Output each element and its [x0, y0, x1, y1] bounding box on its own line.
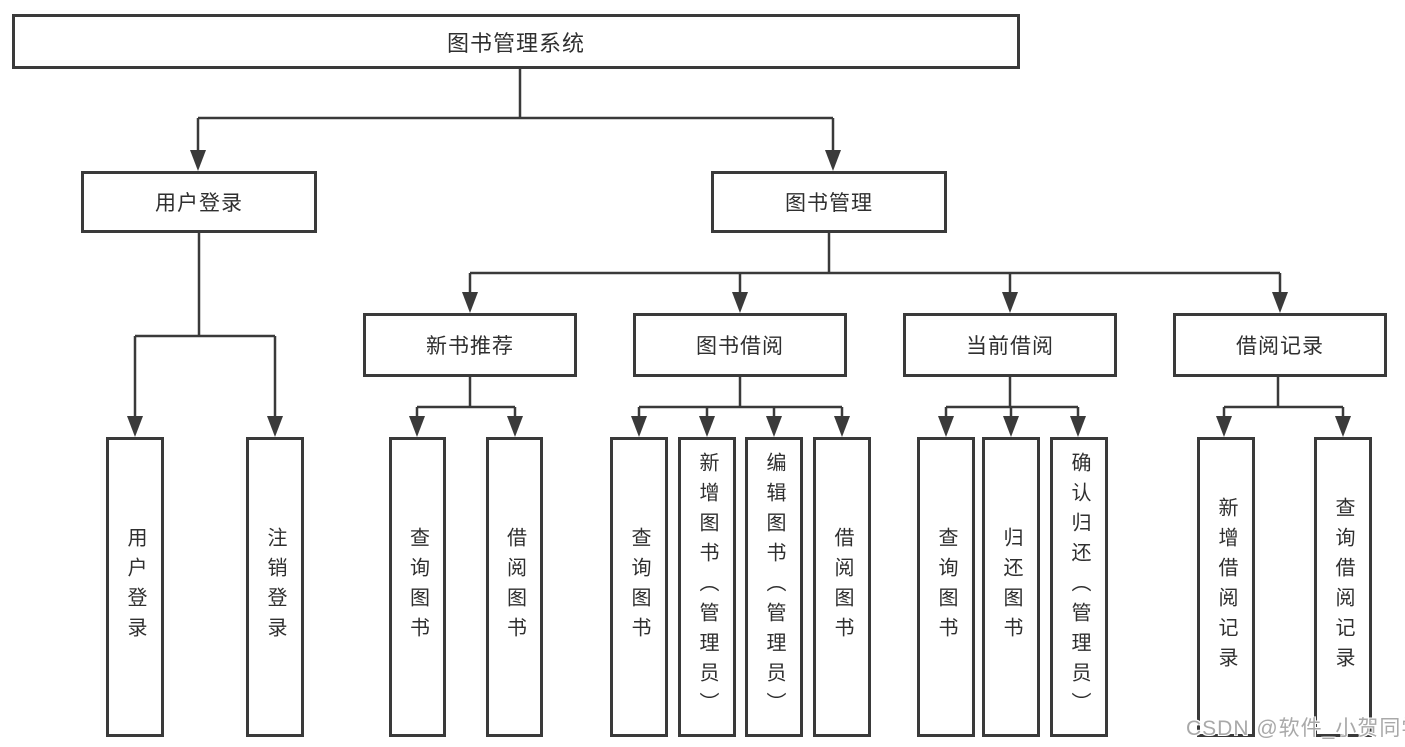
leaf-borrow-books-newbooks-label: 借阅图书: [503, 527, 526, 647]
leaf-edit-book-admin: 编辑图书（管理员）: [745, 437, 803, 737]
leaf-query-books-current: 查询图书: [917, 437, 975, 737]
leaf-borrow-books-borrowing: 借阅图书: [813, 437, 871, 737]
connector-book-borrowing: [631, 377, 850, 437]
leaf-add-borrow-record: 新增借阅记录: [1197, 437, 1255, 737]
leaf-query-books-newbooks-label: 查询图书: [406, 527, 429, 647]
leaf-add-borrow-record-label: 新增借阅记录: [1215, 497, 1237, 677]
node-current-borrowing-label: 当前借阅: [966, 335, 1054, 358]
node-user-login-label: 用户登录: [155, 192, 243, 215]
leaf-logout: 注销登录: [246, 437, 304, 737]
leaf-query-books-borrowing: 查询图书: [610, 437, 668, 737]
leaf-logout-label: 注销登录: [264, 527, 286, 647]
leaf-add-book-admin: 新增图书（管理员）: [678, 437, 736, 737]
leaf-return-book-label: 归还图书: [1000, 527, 1022, 647]
node-book-borrowing: 图书借阅: [633, 313, 847, 377]
node-book-management-label: 图书管理: [785, 192, 873, 215]
leaf-query-books-current-label: 查询图书: [935, 527, 957, 647]
node-current-borrowing: 当前借阅: [903, 313, 1117, 377]
leaf-user-login: 用户登录: [106, 437, 164, 737]
node-book-management: 图书管理: [711, 171, 947, 233]
leaf-return-book: 归还图书: [982, 437, 1040, 737]
node-user-login: 用户登录: [81, 171, 317, 233]
leaf-borrow-books-newbooks: 借阅图书: [486, 437, 543, 737]
node-borrowing-records: 借阅记录: [1173, 313, 1387, 377]
leaf-user-login-label: 用户登录: [124, 527, 146, 647]
node-root-label: 图书管理系统: [446, 30, 585, 56]
leaf-confirm-return-admin-label: 确认归还（管理员）: [1068, 452, 1090, 722]
node-borrowing-records-label: 借阅记录: [1236, 335, 1324, 358]
connector-new-book-recommend: [409, 377, 523, 437]
leaf-query-borrow-record: 查询借阅记录: [1314, 437, 1372, 737]
node-book-borrowing-label: 图书借阅: [696, 335, 784, 358]
leaf-query-borrow-record-label: 查询借阅记录: [1332, 497, 1354, 677]
leaf-add-book-admin-label: 新增图书（管理员）: [696, 452, 718, 722]
connector-root: [190, 69, 841, 171]
node-new-book-recommend-label: 新书推荐: [426, 335, 514, 358]
connector-user-login: [127, 233, 283, 437]
connector-current-borrowing: [938, 377, 1086, 437]
node-root: 图书管理系统: [12, 14, 1020, 69]
leaf-query-books-borrowing-label: 查询图书: [628, 527, 650, 647]
leaf-query-books-newbooks: 查询图书: [389, 437, 446, 737]
node-new-book-recommend: 新书推荐: [363, 313, 577, 377]
leaf-confirm-return-admin: 确认归还（管理员）: [1050, 437, 1108, 737]
connector-book-management: [462, 233, 1288, 313]
connector-borrowing-records: [1216, 377, 1351, 437]
leaf-borrow-books-borrowing-label: 借阅图书: [831, 527, 853, 647]
watermark: CSDN @软件_小贺同学: [1186, 717, 1405, 740]
leaf-edit-book-admin-label: 编辑图书（管理员）: [763, 452, 785, 722]
